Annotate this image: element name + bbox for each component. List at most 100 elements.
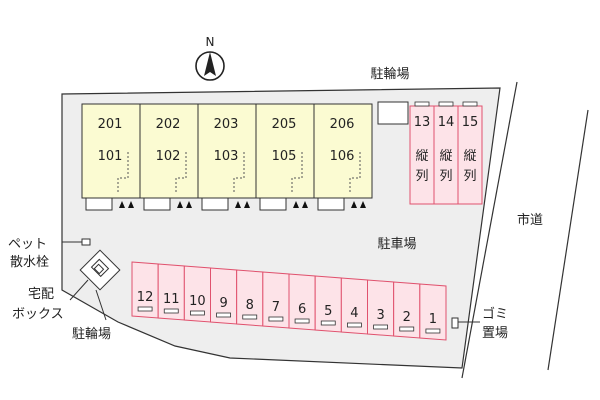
wheel-stop	[462, 101, 478, 107]
delivery-box-label-2: ボックス	[12, 307, 64, 322]
unit-number-lower: 101	[98, 149, 123, 164]
wheel-stop	[190, 310, 205, 316]
unit-number-lower: 106	[330, 149, 355, 164]
wheel-stop	[347, 322, 362, 328]
parking-number: 7	[272, 300, 280, 315]
parking-number: 14	[438, 115, 455, 130]
parking-number: 15	[462, 115, 479, 130]
unit-number-upper: 202	[156, 117, 181, 132]
unit-block: 201 101	[81, 103, 141, 211]
parking-space: 9	[210, 267, 238, 325]
parking-space-tandem: 13 縦列	[409, 101, 435, 205]
parking-note-char: 縦	[415, 149, 428, 164]
north-arrow-icon: N	[195, 35, 225, 81]
parking-space: 7	[262, 271, 290, 329]
north-label: N	[206, 35, 215, 49]
wheel-stop	[425, 328, 441, 334]
parking-space: 12	[131, 261, 159, 319]
entrance-marker-icon	[302, 201, 308, 208]
balcony	[143, 197, 171, 211]
entrance-marker-icon	[293, 201, 299, 208]
wheel-stop	[268, 316, 284, 322]
unit-block: 206 106	[313, 103, 373, 211]
entrance-marker-icon	[177, 201, 183, 208]
pet-hydrant-label-1: ペット	[8, 237, 47, 252]
entrance-marker-icon	[119, 201, 125, 208]
parking-lot-label: 駐車場	[377, 237, 416, 252]
garbage-label-2: 置場	[482, 326, 508, 341]
unit-number-upper: 206	[330, 117, 355, 132]
unit-number-lower: 103	[214, 149, 239, 164]
parking-space: 4	[340, 277, 368, 335]
stair-line	[117, 152, 129, 192]
parking-number: 12	[137, 290, 154, 305]
unit-outline	[139, 103, 199, 199]
road-line-left	[461, 81, 518, 379]
pet-hydrant-marker	[81, 238, 91, 246]
parking-space: 5	[314, 275, 342, 333]
entrance-marker-icon	[186, 201, 192, 208]
parking-space: 10	[183, 265, 211, 323]
entrance-marker-icon	[128, 201, 134, 208]
unit-number-upper: 201	[98, 117, 123, 132]
wheel-stop	[438, 101, 454, 107]
stair-line	[349, 152, 361, 192]
balcony	[259, 197, 287, 211]
parking-space: 6	[288, 273, 316, 331]
parking-space: 11	[157, 263, 185, 321]
parking-number: 13	[414, 115, 431, 130]
parking-note-char: 縦	[463, 149, 476, 164]
parking-number: 3	[376, 308, 384, 323]
parking-number: 9	[219, 296, 227, 311]
stair-line	[233, 152, 245, 192]
unit-number-lower: 105	[272, 149, 297, 164]
parking-space-outline	[419, 283, 447, 341]
stair-line	[291, 152, 303, 192]
bicycle-parking-top	[377, 101, 409, 125]
garbage-label-1: ゴミ	[482, 306, 508, 322]
parking-number: 6	[298, 302, 306, 317]
balcony	[317, 197, 345, 211]
parking-number: 10	[189, 294, 206, 309]
bicycle-parking-top-label: 駐輪場	[370, 66, 409, 82]
entrance-marker-icon	[360, 201, 366, 208]
unit-number-upper: 203	[214, 117, 239, 132]
wheel-stop	[399, 326, 415, 332]
wheel-stop	[373, 324, 388, 330]
parking-space: 2	[393, 281, 421, 339]
parking-space: 8	[236, 269, 264, 327]
garbage-marker	[451, 317, 459, 329]
unit-outline	[313, 103, 373, 199]
entrance-marker-icon	[351, 201, 357, 208]
parking-note-char: 列	[415, 169, 428, 184]
wheel-stop	[163, 308, 179, 314]
delivery-box-label-1: 宅配	[28, 287, 54, 302]
parking-space: 1	[419, 283, 447, 341]
bicycle-parking-left-label: 駐輪場	[72, 326, 111, 342]
parking-space: 3	[367, 279, 395, 337]
stair-line	[175, 152, 187, 192]
parking-number: 4	[350, 306, 358, 321]
balcony	[85, 197, 113, 211]
wheel-stop	[414, 101, 430, 107]
unit-block: 203 103	[197, 103, 257, 211]
bicycle-parking-left-leader	[95, 289, 107, 321]
wheel-stop	[216, 312, 231, 318]
wheel-stop	[242, 314, 258, 320]
delivery-box-leader	[69, 279, 89, 301]
parking-number: 1	[429, 312, 437, 327]
wheel-stop	[320, 320, 336, 326]
unit-number-lower: 102	[156, 149, 181, 164]
unit-block: 202 102	[139, 103, 199, 211]
parking-number: 5	[324, 304, 332, 319]
entrance-marker-icon	[235, 201, 241, 208]
parking-note-char: 列	[439, 169, 452, 184]
road-line-right	[547, 109, 589, 371]
